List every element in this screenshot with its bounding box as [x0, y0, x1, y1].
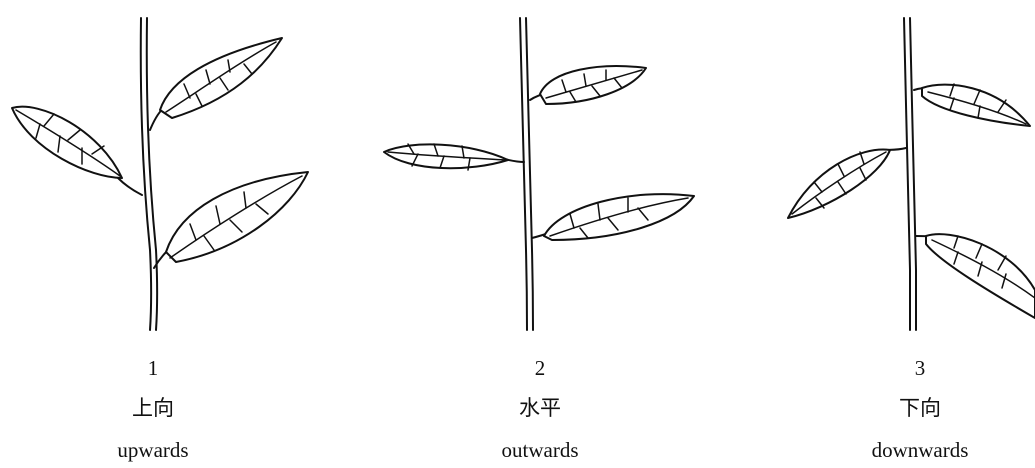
panel-label-en: outwards [460, 440, 620, 461]
panel-number: 3 [840, 358, 1000, 379]
leaf-lower-right [532, 194, 694, 240]
stem [520, 18, 527, 330]
leaf-lower-right [154, 172, 308, 268]
panel-number: 2 [460, 358, 620, 379]
panel-label-cn: 下向 [840, 398, 1000, 419]
panel-upwards: 1 上向 upwards [0, 0, 330, 468]
leaf-upper-right [914, 84, 1030, 126]
stem [904, 18, 910, 330]
upwards-leaf-drawing [0, 0, 330, 350]
leaf-upper-right [530, 66, 646, 104]
leaf-lower-right [916, 234, 1035, 318]
panel-label-cn: 水平 [460, 398, 620, 419]
downwards-leaf-drawing [740, 0, 1035, 350]
panel-downwards: 3 下向 downwards [740, 0, 1035, 468]
panel-label-cn: 上向 [73, 398, 233, 419]
panel-label-en: upwards [73, 440, 233, 461]
panel-outwards: 2 水平 outwards [370, 0, 710, 468]
leaf-left [12, 107, 142, 195]
leaf-left [788, 148, 906, 218]
outwards-leaf-drawing [370, 0, 710, 350]
panel-label-en: downwards [840, 440, 1000, 461]
panel-number: 1 [73, 358, 233, 379]
leaf-upper-right [150, 38, 282, 130]
leaf-left [384, 144, 524, 170]
